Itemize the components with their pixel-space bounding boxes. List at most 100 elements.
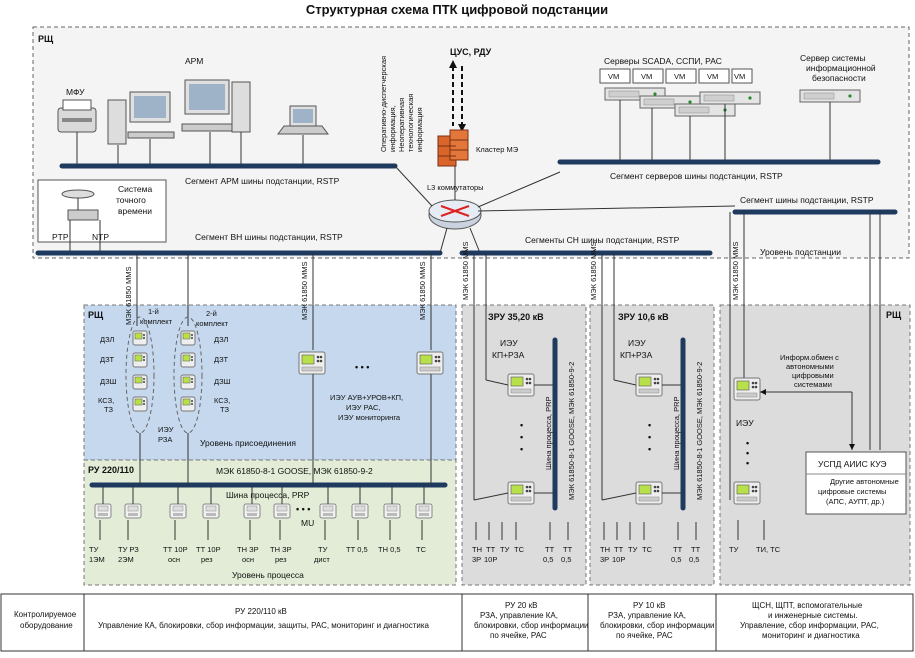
cluster-label: Кластер МЭ [476,145,519,154]
summary-table [0,593,914,652]
zru35-title: ЗРУ 35,20 кВ [488,312,544,322]
svg-text:Шина процесса, PRP: Шина процесса, PRP [672,396,681,470]
svg-text:МЭК 61850 MMS: МЭК 61850 MMS [589,241,598,300]
server-icon [699,91,761,105]
ptp-label: PTP [52,232,69,242]
servers-segment-label: Сегмент серверов шины подстанции, RSTP [610,171,783,181]
prot-right-label: КСЗ,ТЗ [214,396,230,414]
sensor-label: ТТ 0,5 [346,545,368,554]
zru10-zone [589,304,715,586]
zru10-vdots: ••• [648,420,651,454]
table-col-head: РУ 220/110 кВ [235,607,287,616]
prot-right-label: ДЗШ [214,377,231,386]
svg-text:Шина процесса, PRP: Шина процесса, PRP [544,396,553,470]
ieu-auv-label: ИЭУ АУВ+УРОВ+КП,ИЭУ РАС,ИЭУ мониторинга [330,393,403,422]
mms-label: МЭК 61850 MMS [124,266,133,325]
mms-label: МЭК 61850 MMS [731,241,740,300]
svg-text:VM: VM [608,72,619,81]
firewall-cluster-icon [437,129,469,167]
zru10-title: ЗРУ 10,6 кВ [618,312,669,322]
svg-text:технологическая: технологическая [406,94,415,152]
laptop-icon [277,105,329,135]
page-title: Структурная схема ПТК цифровой подстанци… [306,2,608,17]
server-icon [799,89,861,103]
sensor-label: ТН 0,5 [378,545,401,554]
mms-label: МЭК 61850 MMS [418,261,427,320]
printer-icon [57,99,97,133]
kit1-group [125,316,155,434]
rsh-right-label: РЩ [886,310,902,320]
table-col-body: Управление, сбор информации, РАС,монитор… [740,621,879,640]
ied-icon [416,351,444,375]
svg-text:МЭК 61850 MMS: МЭК 61850 MMS [300,261,309,320]
rsh-top-label: РЩ [38,34,54,44]
mu-dots: • • • [296,504,310,514]
mms-label: МЭК 61850 MMS [300,261,309,320]
ied-icon [298,351,326,375]
svg-text:МЭК 61850 MMS: МЭК 61850 MMS [124,266,133,325]
ied-icon [635,481,663,505]
zru10-bus-label: Шина процесса, PRP [672,396,681,470]
ied-icon [507,373,535,397]
ied-icon [132,352,148,368]
table-col-head: РУ 10 кВ [633,601,665,610]
workstation-icon [107,91,175,145]
sensor-label: ТС [514,545,525,554]
sensor-label: ТС [642,545,653,554]
uplink-arrows [449,60,466,132]
zru35-sensor-arrows [475,522,569,540]
zru10-sensor-arrows [603,522,697,540]
ied-icon [507,481,535,505]
kit2-group [173,316,203,434]
process-level-zone [83,459,457,586]
connection-level-label: Уровень присоединения [200,438,296,448]
prot-left-label: ДЗЛ [100,335,115,344]
sensor-label: ТУ [500,545,510,554]
dots-label: • • • [355,362,369,372]
ied-icon [180,374,196,390]
cus-label: ЦУС, РДУ [450,47,492,57]
svg-text:МЭК 61850-8-1 GOOSE, МЭК 61850: МЭК 61850-8-1 GOOSE, МЭК 61850-9-2 [567,362,576,500]
table-col-body: РЗА, управление КА,блокировки, сбор инфо… [474,611,589,640]
vertical-note: Оперативно-диспетчерская информация, Нео… [379,56,424,152]
workstation-icon [181,79,251,133]
sensor-label: ТУ [628,545,638,554]
goose-label: МЭК 61850-8-1 GOOSE, МЭК 61850-9-2 [216,466,373,476]
svg-text:Неоперативная: Неоперативная [397,98,406,152]
gps-antenna-icon [61,189,99,221]
zru35-goose-label: МЭК 61850-8-1 GOOSE, МЭК 61850-9-2 [567,362,576,500]
svg-text:МЭК 61850 MMS: МЭК 61850 MMS [461,241,470,300]
ru-label: РУ 220/110 [88,465,134,475]
process-bus-label: Шина процесса, PRP [226,490,310,500]
right-ieu-label: ИЭУ [736,418,754,428]
station-level-label: Уровень подстанции [760,247,841,257]
zru35-zone [461,304,587,586]
zru35-vdots: ••• [520,420,523,454]
l3-switch-icon [428,199,482,230]
svg-text:МЭК 61850 MMS: МЭК 61850 MMS [418,261,427,320]
station-segment-label: Сегмент шины подстанции, RSTP [740,195,874,205]
server-icon [674,103,736,117]
svg-text:VM: VM [707,72,718,81]
right-vdots: ••• [746,438,749,468]
sensor-label: ТИ, ТС [756,545,781,554]
rsh-left-label: РЩ [88,310,104,320]
mu-label: MU [301,518,314,528]
arm-label: АРМ [185,56,203,66]
